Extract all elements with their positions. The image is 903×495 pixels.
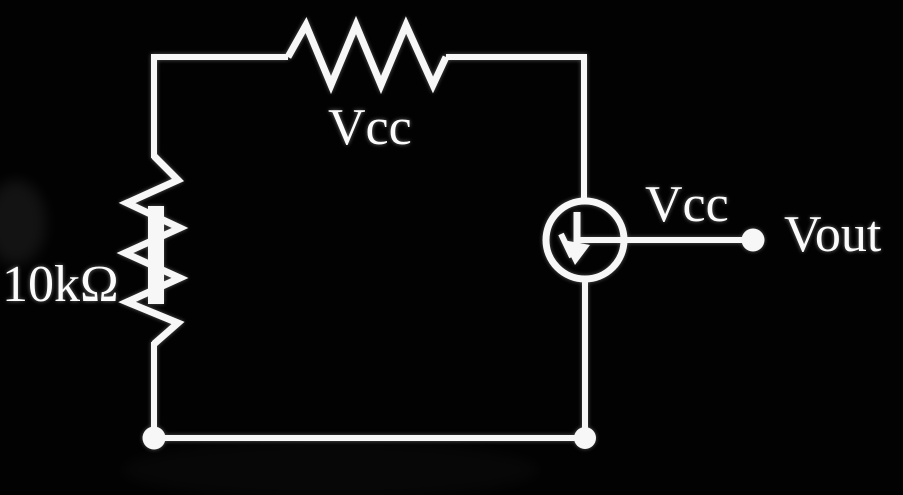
resistor-value-label: 10kΩ (2, 256, 119, 313)
resistor-top-icon (284, 15, 450, 95)
resistor-left-icon (116, 153, 189, 347)
top-resistor-label: Vcc (328, 99, 412, 156)
output-label: Vout (784, 206, 882, 263)
current-source-label: Vcc (645, 176, 729, 233)
current-source-arrowhead-icon (563, 240, 590, 265)
junction-dot-right (574, 427, 596, 449)
output-terminal-dot (741, 228, 765, 252)
resistor-left-center-bar (148, 206, 164, 304)
wire-top-right (446, 54, 587, 203)
wire-top-left (151, 54, 288, 158)
junction-dot-left (142, 426, 166, 450)
